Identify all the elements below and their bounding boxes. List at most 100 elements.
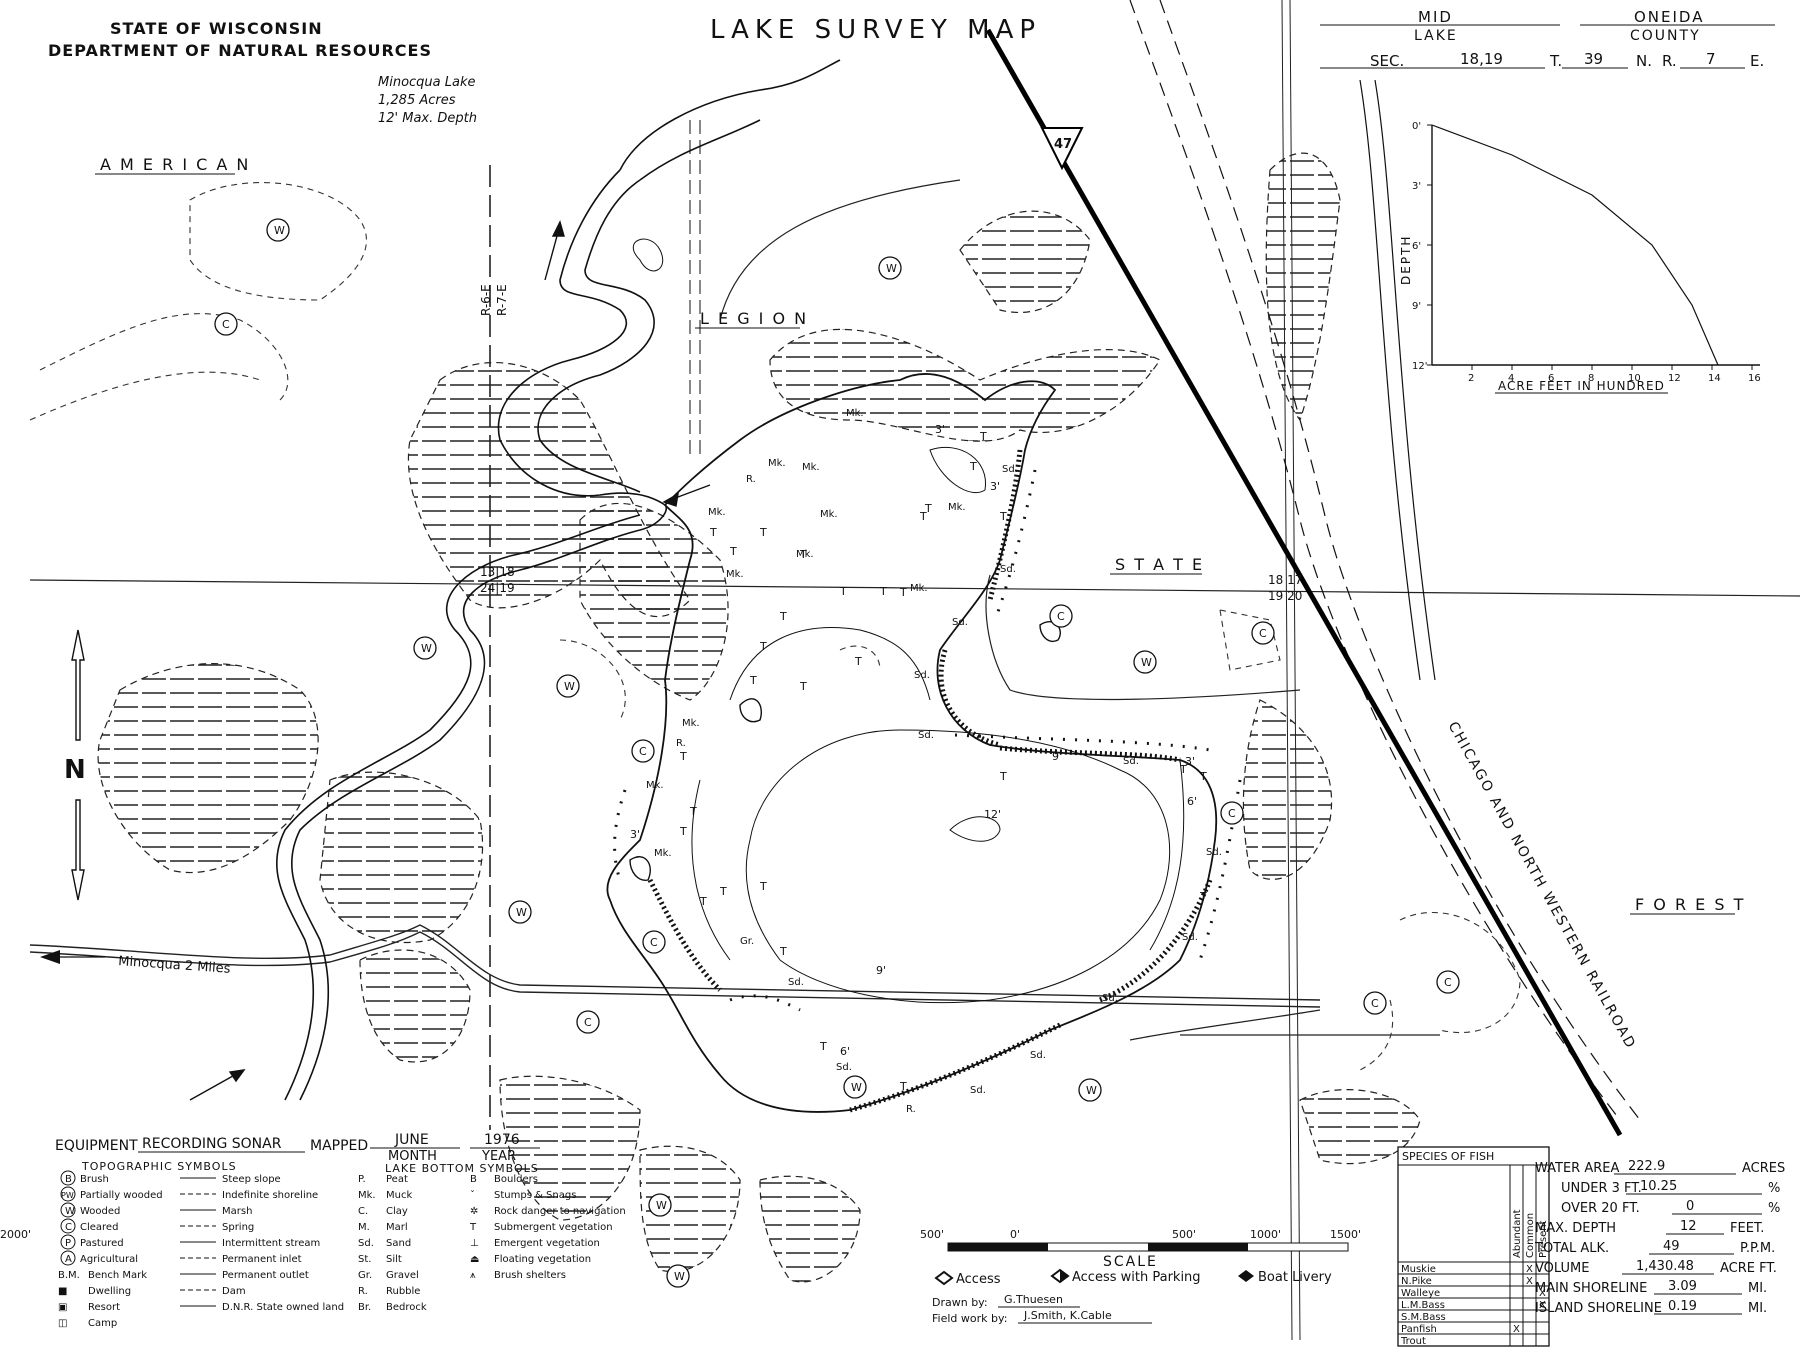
depth-x-tick-label: 16 [1748,373,1761,384]
submergent-vegetation-mark: T [839,585,847,598]
bottom-code-label: Muck [386,1190,412,1201]
bottom-code-label: Marl [386,1222,408,1233]
legend-misc-label: Camp [88,1318,117,1329]
contour-3-north [929,446,986,494]
land-use-code: W [886,262,897,275]
section-lines [29,0,1800,1341]
bottom-mark: Sd. [788,977,804,988]
label-state: S T A T E [1115,555,1204,574]
map-title: LAKE SURVEY MAP [710,15,1041,45]
land-use-code: C [639,745,647,758]
stat-label: MAIN SHORELINE [1535,1281,1647,1296]
sec-corner-east-bottom: 19 20 [1268,589,1302,603]
n-label: N. [1636,52,1652,70]
sec-value: 18,19 [1460,50,1503,68]
equipment-block: EQUIPMENT RECORDING SONAR MAPPED JUNE 19… [55,1132,540,1164]
legend-symbol-circle [60,1218,76,1234]
bottom-symbol: ⊥ [470,1238,479,1249]
submergent-vegetation-mark: T [924,502,932,515]
scale-tick-label: 500' [1172,1228,1196,1241]
bottom-mark: R. [676,738,686,749]
bottom-mark: Mk. [846,408,864,419]
contour-label: 9' [1052,750,1062,763]
land-use-circle [1251,621,1275,645]
fish-name: Walleye [1401,1288,1440,1299]
land-use-circle [1436,970,1460,994]
legend-line-label: Permanent inlet [222,1254,302,1265]
lake-shoreline [606,373,1218,1113]
legend-symbol-code: C [65,1222,72,1233]
legend-symbol-circle [60,1234,76,1250]
bottom-symbol: ⏏ [470,1254,479,1265]
bottom-mark: Sd. [918,730,934,741]
boat-livery-label: Boat Livery [1258,1270,1332,1285]
legend-symbol-label: Wooded [80,1206,120,1217]
islet-2 [629,856,651,881]
range-line-b: R-7-E [495,284,509,316]
land-use-circle [843,1075,867,1099]
topo-symbols-title: TOPOGRAPHIC SYMBOLS [81,1160,237,1173]
legend-symbol-circle [60,1170,76,1186]
bottom-symbol: ˇ [470,1189,475,1201]
legend-misc-code: ■ [58,1286,67,1297]
contour-12 [949,816,1001,842]
bottom-mark: Mk. [646,780,664,791]
stat-unit: P.P.M. [1740,1241,1775,1256]
highway-47-shield: 47 [1040,127,1084,171]
fish-name: Muskie [1401,1264,1436,1275]
land-use-code: W [421,642,432,655]
fish-name: Panfish [1401,1324,1437,1335]
submergent-vegetation-mark: T [919,510,927,523]
submergent-vegetation-mark: T [1199,890,1207,903]
land-use-code: W [274,224,285,237]
land-use-circle [508,900,532,924]
north-label: N [64,755,86,785]
bottom-symbol-label: Stumps & Snags [494,1190,576,1201]
bottom-symbol-label: Brush shelters [494,1270,566,1281]
stat-unit: FEET. [1730,1221,1764,1236]
submergent-vegetation-mark: T [689,805,697,818]
contour-6 [691,627,1185,961]
submergent-vegetation-mark: T [759,880,767,893]
legend-misc-label: Dwelling [88,1286,131,1297]
land-use-code: C [650,936,658,949]
stat-unit: ACRE FT. [1720,1261,1777,1276]
minocqua-label: Minocqua 2 Miles [118,954,231,977]
fish-column-header: Present [1538,1220,1549,1258]
depth-y-tick-label: 9' [1412,301,1421,312]
sec-corner-east-top: 18 17 [1268,573,1302,587]
submergent-vegetation-mark: T [1179,763,1187,776]
legend-symbol-label: Brush [80,1174,109,1185]
depth-x-tick-label: 8 [1588,373,1594,384]
land-use-circle [1078,1078,1102,1102]
bottom-mark: Sd. [914,670,930,681]
stat-unit: ACRES [1742,1161,1785,1176]
marsh-areas [97,152,1421,1283]
bottom-mark: Sd. [1102,993,1118,1004]
equipment-value: RECORDING SONAR [142,1136,282,1152]
bottom-mark: Sd. [1182,932,1198,943]
legend-line-label: Spring [222,1222,254,1233]
contour-9 [745,729,1171,1004]
stat-value: 222.9 [1628,1159,1665,1174]
year-label: YEAR [481,1149,516,1164]
equipment-label: EQUIPMENT [55,1138,138,1154]
stat-label: OVER 20 FT. [1561,1201,1640,1216]
bottom-symbol: ✲ [470,1206,478,1217]
land-use-circle [666,1264,690,1288]
submergent-vegetation-mark: T [999,510,1007,523]
acre-feet-axis-label: ACRE FEET IN HUNDRED [1498,379,1665,393]
legend-line-label: Intermittent stream [222,1238,320,1249]
depth-curve-line [1431,124,1719,366]
submergent-vegetation-mark: T [759,526,767,539]
stat-label: TOTAL ALK. [1534,1241,1609,1256]
depth-contour-labels: 3' 3' 3' 3' 6' 6' 9' 9' 12' [630,423,1197,1058]
legend-misc-label: Resort [88,1302,120,1313]
bottom-symbol-label: Floating vegetation [494,1254,591,1265]
legend-symbol-label: Agricultural [80,1254,138,1265]
fish-column-header: Common [1525,1213,1536,1258]
scale-tick-label: 1500' [1330,1228,1361,1241]
bottom-code: Gr. [358,1270,372,1281]
drawn-by-label: Drawn by: [932,1296,988,1309]
